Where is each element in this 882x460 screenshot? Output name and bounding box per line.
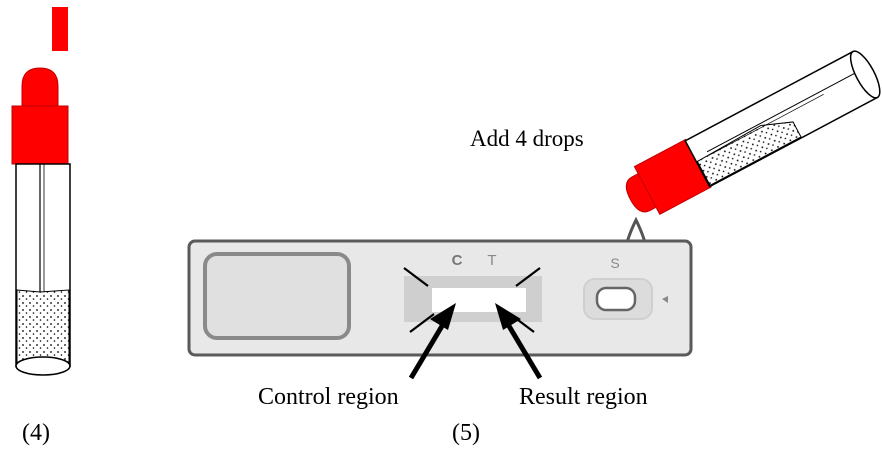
tilted-tube-mouth — [849, 50, 881, 99]
tube-bottom — [15, 356, 71, 376]
dropper-cap-nozzle — [21, 67, 59, 109]
add-drops-label: Add 4 drops — [470, 126, 584, 151]
step-5-label: (5) — [452, 420, 480, 446]
dropper-cap-base — [11, 105, 69, 165]
control-region-label: Control region — [258, 384, 399, 410]
tilted-tube-inner-line-2 — [708, 94, 824, 156]
t-mark: T — [487, 252, 496, 269]
tilted-sample-liquid — [696, 121, 802, 186]
result-region-arrow — [495, 303, 543, 380]
step-4-label: (4) — [22, 420, 50, 446]
sample-arrow-icon — [662, 296, 668, 303]
tilted-sample-tube — [625, 50, 881, 215]
upright-sample-tube — [11, 7, 71, 376]
s-mark: S — [610, 255, 619, 271]
sample-liquid — [16, 289, 70, 367]
cassette-label-pad — [203, 252, 351, 340]
result-region-label: Result region — [519, 384, 648, 410]
c-mark: C — [452, 252, 463, 269]
tilted-tube-inner-line — [706, 69, 862, 153]
test-cassette: C T S — [187, 239, 693, 357]
tilted-dropper-nozzle — [625, 172, 658, 213]
reading-window-highlight — [432, 288, 526, 312]
control-region-arrow — [408, 303, 456, 380]
cap-tip-fragment — [52, 7, 68, 51]
sample-well — [595, 286, 637, 312]
